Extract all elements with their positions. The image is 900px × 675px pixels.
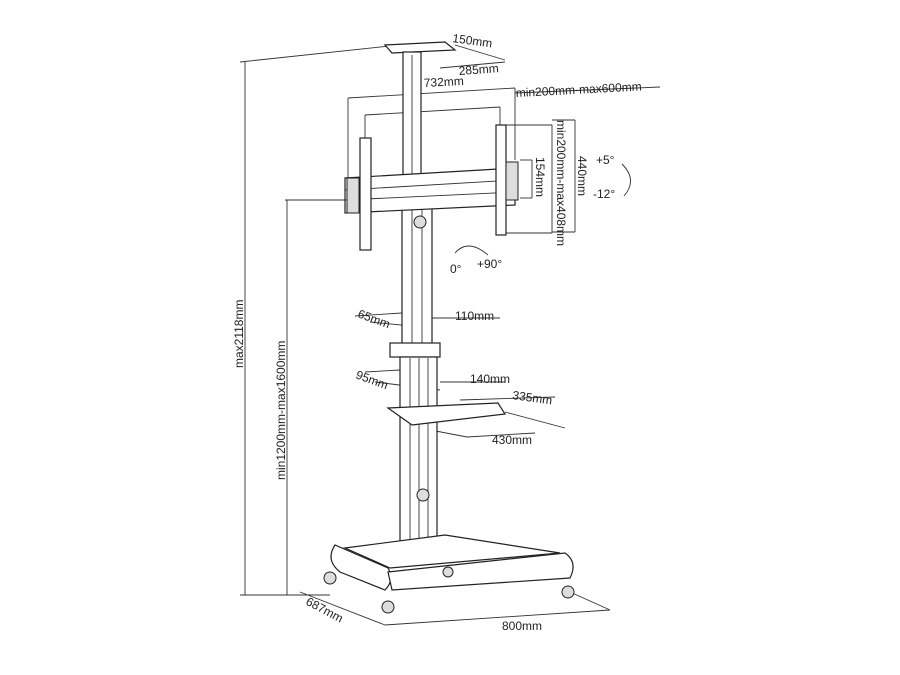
label-rotate-start: 0° bbox=[450, 262, 462, 276]
caster-wheel bbox=[381, 600, 395, 614]
label-bracket-height: 440mm bbox=[575, 156, 589, 196]
left-bracket bbox=[359, 137, 372, 251]
stand-parts bbox=[323, 41, 575, 614]
knob-lower bbox=[416, 488, 430, 502]
knob-upper bbox=[413, 215, 427, 229]
caster-wheels bbox=[323, 566, 575, 614]
caster-wheel bbox=[561, 585, 575, 599]
column-collar bbox=[389, 342, 441, 358]
label-tilt-up: +5° bbox=[596, 153, 615, 167]
label-base-depth: 687mm bbox=[304, 594, 346, 625]
dimension-labels: 150mm 285mm 732mm min200mm-max600mm min2… bbox=[232, 31, 642, 633]
label-shelf-width: 430mm bbox=[492, 433, 532, 447]
label-base-width: 800mm bbox=[502, 619, 542, 633]
base-crossbar bbox=[387, 552, 574, 591]
base-top bbox=[342, 534, 561, 569]
label-upper-column-width: 110mm bbox=[455, 309, 494, 323]
label-lower-column-width: 140mm bbox=[470, 372, 510, 386]
dimension-lines bbox=[239, 44, 661, 626]
rotation-arrow bbox=[454, 245, 489, 256]
tilt-arrow bbox=[621, 163, 631, 197]
label-max-height: max2118mm bbox=[232, 300, 246, 368]
label-top-plate-depth: 150mm bbox=[452, 31, 494, 50]
label-top-plate-width: 285mm bbox=[458, 61, 499, 78]
label-bracket-width: 732mm bbox=[423, 74, 464, 90]
right-bracket bbox=[495, 124, 507, 236]
shelf bbox=[386, 402, 507, 426]
label-arm-height: 154mm bbox=[533, 157, 547, 197]
label-vesa-vertical: min200mm-max408mm bbox=[554, 120, 568, 246]
label-rotate-end: +90° bbox=[477, 257, 502, 271]
label-shelf-depth: 335mm bbox=[512, 388, 554, 407]
left-bracket-clamp bbox=[346, 177, 360, 214]
label-vesa-horizontal: min200mm-max600mm bbox=[515, 79, 642, 100]
tv-crossbar bbox=[344, 167, 516, 214]
label-tv-center-height: min1200mm-max1600mm bbox=[274, 341, 288, 480]
label-tilt-down: -12° bbox=[593, 187, 615, 201]
lower-column bbox=[399, 356, 438, 548]
caster-wheel bbox=[442, 566, 454, 578]
label-upper-column-depth: 65mm bbox=[356, 307, 392, 332]
caster-wheel bbox=[323, 571, 337, 585]
top-plate bbox=[383, 41, 457, 54]
right-bracket-clamp bbox=[505, 161, 519, 201]
